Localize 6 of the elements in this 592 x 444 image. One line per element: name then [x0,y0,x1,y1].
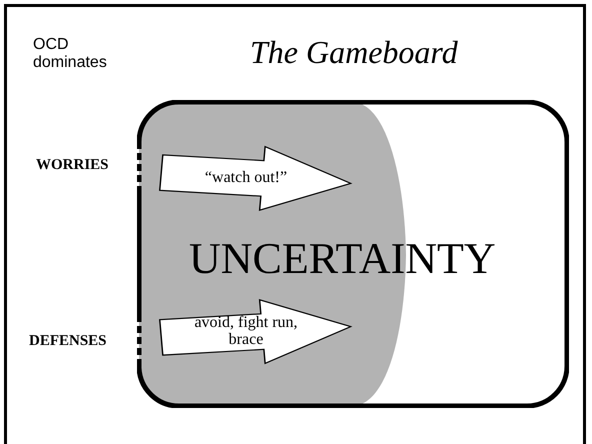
row-label: WORRIES [36,157,110,174]
title: The Gameboard [250,34,458,71]
side-note: OCD dominates [33,36,108,72]
game-board [137,100,569,408]
board-label: UNCERTAINTY [189,237,496,281]
row-label: DEFENSES [29,333,108,350]
